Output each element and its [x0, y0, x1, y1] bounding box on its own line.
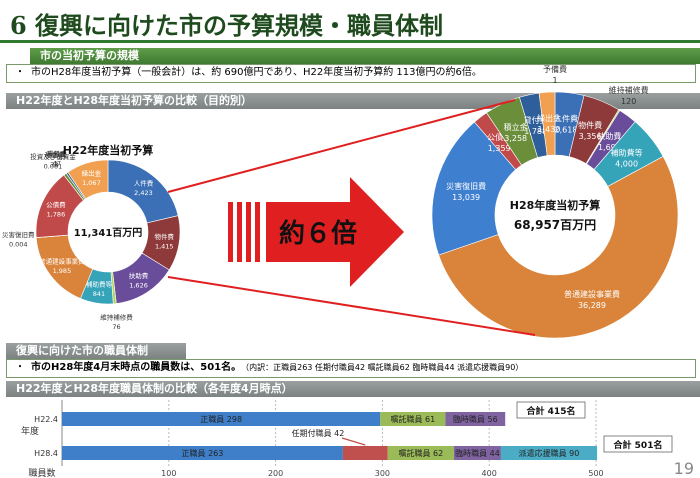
slice-label: 人件費 — [134, 178, 154, 187]
slice-value-label: 1,415 — [155, 243, 174, 251]
pie-slice — [67, 159, 109, 200]
connector-lines — [167, 99, 536, 336]
page-number: 19 — [673, 459, 694, 478]
slice-label: 物件費 — [154, 232, 174, 241]
slice-label: 積立金 — [45, 151, 65, 160]
slice-value-label: 4,000 — [615, 159, 638, 168]
slice-label: 貸付金 — [524, 115, 548, 125]
slice-label: 予備費 — [543, 64, 567, 74]
six-times-arrow: 約６倍 — [228, 177, 404, 287]
slice-value-label: 3,258 — [504, 134, 527, 143]
slice-value-label: 120 — [621, 97, 636, 106]
slice-label: 維持補修費 — [609, 85, 649, 95]
slice-value-label: 36,289 — [578, 301, 606, 310]
arrow-body — [266, 177, 404, 287]
slice-value-label: 1,359 — [488, 144, 511, 153]
slice-label: 災害復旧費 — [446, 181, 486, 191]
arrow-stripe — [237, 202, 242, 262]
slice-value-label: 3,356 — [579, 132, 602, 141]
slice-label: 普通建設事業費 — [39, 257, 85, 266]
slice-value-label: 47 — [53, 159, 61, 167]
slice-value-label: 0.004 — [9, 241, 28, 249]
slice-label: 扶助費 — [597, 131, 621, 141]
slice-value-label: 73 — [50, 161, 58, 169]
slice-value-label: 1,626 — [129, 282, 148, 290]
slice-label: 扶助費 — [129, 271, 149, 280]
slice-value-label: 13,039 — [452, 193, 480, 202]
slice-label: 災害復旧費 — [2, 230, 35, 239]
pie-center-label: 68,957百万円 — [514, 218, 596, 232]
staff-summary: ・市のH28年度4月末時点の職員数は、501名。（内訳：正職員263 任期付職員… — [6, 359, 696, 378]
pie-center-label: 11,341百万円 — [74, 227, 143, 239]
slice-value-label: 2,423 — [134, 189, 153, 197]
slice-value-label: 1,985 — [53, 267, 72, 275]
slice-label: 維持補修費 — [100, 313, 133, 322]
slice-value-label: 841 — [93, 290, 105, 298]
pie-slice — [538, 91, 556, 156]
budget-summary: ・市のH28年度当初予算（一般会計）は、約 690億円であり、H22年度当初予算… — [6, 64, 696, 83]
staff-summary-text: 市のH28年度4月末時点の職員数は、501名。 — [31, 362, 242, 373]
staff-section-header: 復興に向けた市の職員体制 — [6, 343, 186, 359]
bullet-marker: ・ — [15, 362, 25, 373]
slice-label: 投資及び出資金 — [30, 152, 76, 161]
connector-line-top — [167, 99, 516, 193]
slice-label: 予備費 — [46, 150, 66, 159]
page-title: 6 復興に向けた市の予算規模・職員体制 — [10, 11, 444, 40]
slice-value-label: 1,430 — [538, 125, 561, 134]
slice-label: 普通建設事業費 — [564, 289, 620, 299]
slice-label: 繰出金 — [82, 168, 102, 177]
arrow-stripe — [246, 202, 251, 262]
arrow-label: 約６倍 — [279, 218, 357, 249]
arrow-stripe — [255, 202, 260, 262]
slice-label: 人件費 — [554, 114, 578, 124]
budget-summary-text: 市のH28年度当初予算（一般会計）は、約 690億円であり、H22年度当初予算約… — [31, 67, 482, 78]
slice-label: 積立金 — [504, 122, 528, 132]
slice-label: 公債費 — [46, 200, 66, 209]
connector-line-bottom — [167, 276, 536, 336]
slice-value-label: 0.001 — [44, 162, 63, 170]
slice-value-label: 1 — [552, 76, 557, 85]
slice-value-label: 1,067 — [82, 179, 101, 187]
slice-value-label: 1,699 — [598, 143, 621, 152]
staff-compare-header: H22年度とH28年度職員体制の比較（各年度4月時点） — [6, 381, 700, 397]
arrow-stripe — [228, 202, 233, 262]
slice-label: 補助費等 — [86, 279, 113, 288]
slice-label: 物件費 — [578, 120, 602, 130]
slice-label: 繰出金 — [537, 113, 561, 123]
staff-summary-detail: （内訳：正職員263 任期付職員42 嘱託職員62 臨時職員44 派遣応援職員9… — [245, 363, 524, 372]
slice-label: 公債費 — [487, 132, 511, 142]
slice-value-label: 2,618 — [555, 126, 578, 135]
pie-title: H28年度当初予算 — [510, 198, 601, 212]
slice-value-label: 1,786 — [47, 210, 66, 218]
slice-value-label: 1,788 — [524, 127, 547, 136]
slice-value-label: 1 — [54, 160, 58, 168]
budget-section-header: 市の当初予算の規模 — [30, 48, 700, 64]
slice-value-label: 76 — [112, 323, 120, 331]
slice-label: 貸付金 — [47, 149, 67, 158]
bullet-marker: ・ — [15, 67, 25, 78]
pie-title: H22年度当初予算 — [63, 143, 154, 157]
slice-label: 補助費等 — [611, 147, 643, 157]
title-divider — [0, 40, 700, 43]
